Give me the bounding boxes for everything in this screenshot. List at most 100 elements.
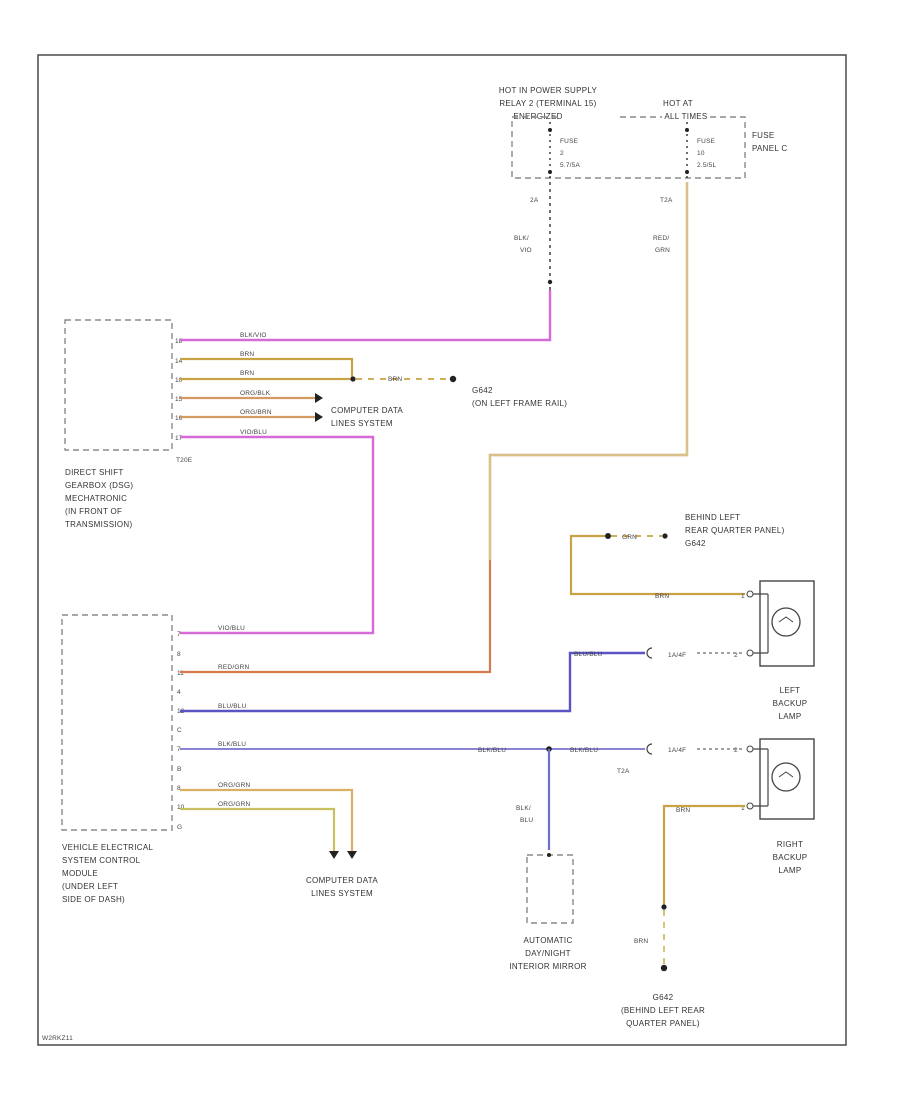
arrow-cdl-2 [315,412,323,422]
wire-1-label-1: BLK/ [514,235,529,242]
dsg-pin-15: 15 [175,396,183,403]
left-lamp-pin-1: 1 [741,593,745,600]
lamp-ground-top-2: REAR QUARTER PANEL) [685,526,785,535]
wire-dsg-brn-1 [180,357,354,379]
vesc-wire-label-3: BLU/BLU [218,703,247,710]
right-lamp-bulb [771,762,801,792]
lamp-ground-top-3: G642 [685,539,706,548]
fuse-2-label-3: 2.5/5L [697,162,716,169]
lamp-ground-top-end [662,533,668,539]
vesc-cdl-label-2: LINES SYSTEM [311,889,373,898]
right-lamp-ground-wire-label: BRN [634,938,648,945]
vesc-name-2: SYSTEM CONTROL [62,856,141,865]
dsg-pin-16: 16 [175,415,183,422]
arrow-cdl-3 [329,851,339,859]
dsg-mechatronic-section: T20E DIRECT SHIFT GEARBOX (DSG) MECHATRO… [64,290,567,635]
fuse-2-bottom-node [685,170,689,174]
dsg-ground-node [449,375,457,383]
right-lamp-pin-1-dot [746,745,754,753]
mirror-wire-label-2: BLU [520,817,533,824]
left-lamp-bulb [771,607,801,637]
lamp-ground-top-wire-label: GRN [622,534,637,541]
dsg-cdl-label-2: LINES SYSTEM [331,419,393,428]
wire-dsg-label-6: VIO/BLU [240,429,267,436]
mirror-name-1: AUTOMATIC [523,936,572,945]
wire-right-lamp-brn [662,804,745,905]
right-lamp-filament [778,771,794,778]
left-lamp-name-2: BACKUP [773,699,808,708]
wire-vesc-org-grn-2 [180,807,336,853]
left-lamp-name-3: LAMP [779,712,802,721]
vesc-wire-label-1: VIO/BLU [218,625,245,632]
fuse-1-top-node [548,128,552,132]
vesc-wire-label-4: BLK/BLU [218,741,246,748]
wire-fuse1-node [547,279,553,285]
left-lamp-connector [646,647,653,659]
vesc-cdl-label-1: COMPUTER DATA [306,876,378,885]
left-lamp-pin-2: 2 [734,652,738,659]
right-lamp-splice-label: T2A [617,768,630,775]
dsg-name-5: TRANSMISSION) [65,520,132,529]
mirror-name-3: INTERIOR MIRROR [509,962,586,971]
vesc-name-5: SIDE OF DASH) [62,895,125,904]
vesc-pin-3: 11 [177,670,184,677]
vesc-wire-label-2: RED/GRN [218,664,249,671]
right-lamp-name-1: RIGHT [777,840,803,849]
vesc-pin-4: 4 [177,689,181,696]
vesc-section: VEHICLE ELECTRICAL SYSTEM CONTROL MODULE… [61,182,689,904]
wire-vesc-org-grn-1 [180,788,354,853]
left-lamp-wire-label: BRN [655,593,669,600]
fuse-1-label-1: FUSE [560,138,579,145]
right-lamp-pin-1: 1 [741,805,745,812]
dsg-ground-id: G642 [472,386,493,395]
mirror-section: BLK/ BLU AUTOMATIC DAY/NIGHT INTERIOR MI… [509,749,586,971]
fuse-panel-label-1: FUSE [752,131,775,140]
dsg-module-box [64,319,173,451]
mirror-pin-node [547,853,551,857]
wire-dsg-label-5: ORG/BRN [240,409,272,416]
right-lamp-name-2: BACKUP [773,853,808,862]
right-lamp-ground-desc-2: QUARTER PANEL) [626,1019,700,1028]
fuse-2-label-2: 10 [697,150,705,157]
left-lamp-name-1: LEFT [780,686,801,695]
hot-in-label-2: RELAY 2 (TERMINAL 15) [499,99,596,108]
dsg-pin-10: 10 [175,377,183,384]
arrow-cdl-4 [347,851,357,859]
left-lamp-connector-label: 1A/4F [668,652,686,659]
wire-dsg-blk-vio [180,290,552,342]
right-lamp-name-3: LAMP [779,866,802,875]
mirror-module-box [526,854,574,924]
vesc-pin-10: 10 [177,804,185,811]
terminal-2-label: T2A [660,197,673,204]
wire-dsg-label-1: BLK/VIO [240,332,267,339]
wire-dsg-label-2: BRN [240,351,254,358]
wire-2-label-1: RED/ [653,235,669,242]
vesc-wire-label-6: ORG/GRN [218,801,251,808]
diagram-frame [37,54,847,1046]
vesc-pin-8: B [177,766,181,773]
vesc-wire-label-5: ORG/GRN [218,782,251,789]
left-lamp-pin-2-dot [746,649,754,657]
left-lamp-wire-blu-label: BLU/BLU [574,651,603,658]
dsg-name-1: DIRECT SHIFT [65,468,124,477]
fuse-1-label-2: 2 [560,150,564,157]
dsg-pin-17: 17 [175,435,183,442]
lamp-ground-top-node [605,533,611,539]
right-lamp-wire-label: BRN [676,807,690,814]
dsg-connector-label: T20E [176,457,193,464]
wire-dsg-label-3: BRN [240,370,254,377]
dsg-pin-14: 14 [175,358,183,365]
left-lamp-pin-1-dot [746,590,754,598]
wire-vesc-red-grn [180,182,689,674]
wire-left-lamp-brn [569,534,745,596]
vesc-name-1: VEHICLE ELECTRICAL [62,843,153,852]
wire-1-label-2: VIO [520,247,532,254]
fuse-1-bottom-node [548,170,552,174]
hot-at-label-1: HOT AT [663,99,693,108]
backup-lamps-section: GRN BEHIND LEFT REAR QUARTER PANEL) G642… [478,513,815,1028]
dsg-name-2: GEARBOX (DSG) [65,481,133,490]
right-lamp-splice-node [661,904,667,910]
right-lamp-connector-label: 1A/4F [668,747,686,754]
diagram-id-label: W2RKZ11 [42,1035,73,1042]
fuse-1-label-3: 5.7/5A [560,162,580,169]
